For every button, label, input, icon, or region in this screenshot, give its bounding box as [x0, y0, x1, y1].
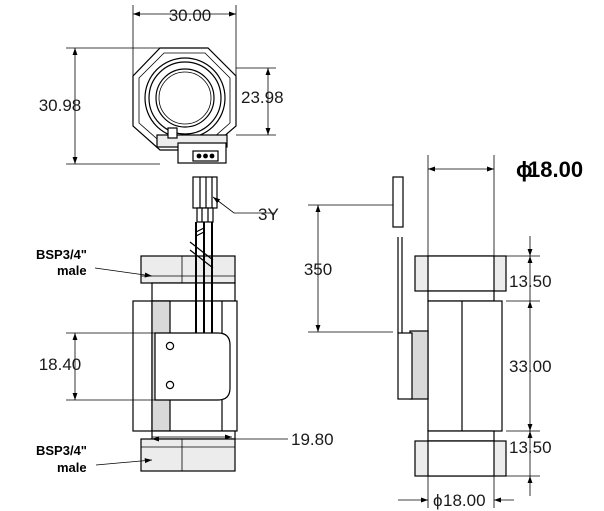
thread-label-top-line2: male: [57, 263, 87, 278]
side-body: [427, 300, 503, 432]
bore-circle: [158, 71, 212, 125]
dim-diameter-top-symbol: ϕ: [516, 157, 533, 182]
pin: [196, 153, 202, 159]
dim-sensor-height: 18.40: [39, 355, 82, 374]
front-view: 3Y 18.40: [36, 176, 334, 475]
side-sensor-cover: [397, 332, 413, 400]
thread-label-bottom-line2: male: [57, 460, 87, 475]
upper-thread: [140, 255, 236, 284]
dim-thread-bottom: 13.50: [509, 438, 552, 457]
screw: [165, 341, 175, 351]
thread-leader-top: [94, 267, 153, 278]
side-sensor: [409, 330, 429, 400]
dim-body-length: 33.00: [509, 357, 552, 376]
dim-top-height-corners: 30.98: [39, 96, 82, 115]
screw: [165, 380, 175, 390]
nut-inner-circle: [155, 68, 215, 128]
dim-wire-label: 3Y: [258, 205, 279, 224]
thread-label-top-line1: BSP3/4": [36, 247, 87, 262]
nut-circle: [148, 61, 222, 135]
side-plug: [392, 176, 404, 228]
top-view: 30.00 30.98 23.98: [39, 5, 284, 165]
lower-thread: [140, 438, 236, 472]
wire-leader: [212, 196, 274, 214]
dim-cable-length: 350: [304, 260, 332, 279]
plug-collar: [196, 207, 214, 223]
plug: [192, 176, 218, 209]
upper-neck: [151, 282, 236, 302]
pin: [209, 153, 215, 159]
lower-neck: [151, 430, 236, 440]
dim-top-height-flats: 23.98: [241, 88, 284, 107]
dim-thread-width: 19.80: [291, 430, 334, 449]
dim-diameter-bottom: 18.00: [443, 491, 486, 510]
side-upper-neck: [427, 290, 495, 302]
thread-leader-bottom: [95, 458, 153, 466]
dim-thread-top: 13.50: [509, 272, 552, 291]
dim-diameter-top: 18.00: [528, 157, 583, 182]
sensor-cover: [154, 332, 231, 401]
thread-label-bottom-line1: BSP3/4": [36, 443, 87, 458]
dim-diameter-bottom-symbol: ϕ: [433, 491, 443, 510]
sensor-tab: [167, 127, 178, 139]
side-lower-neck: [427, 430, 495, 442]
pin: [203, 153, 208, 159]
side-view: 350 ϕ 18.00 13.50 33.00 13.50: [304, 155, 583, 510]
dim-top-width: 30.00: [169, 6, 212, 25]
